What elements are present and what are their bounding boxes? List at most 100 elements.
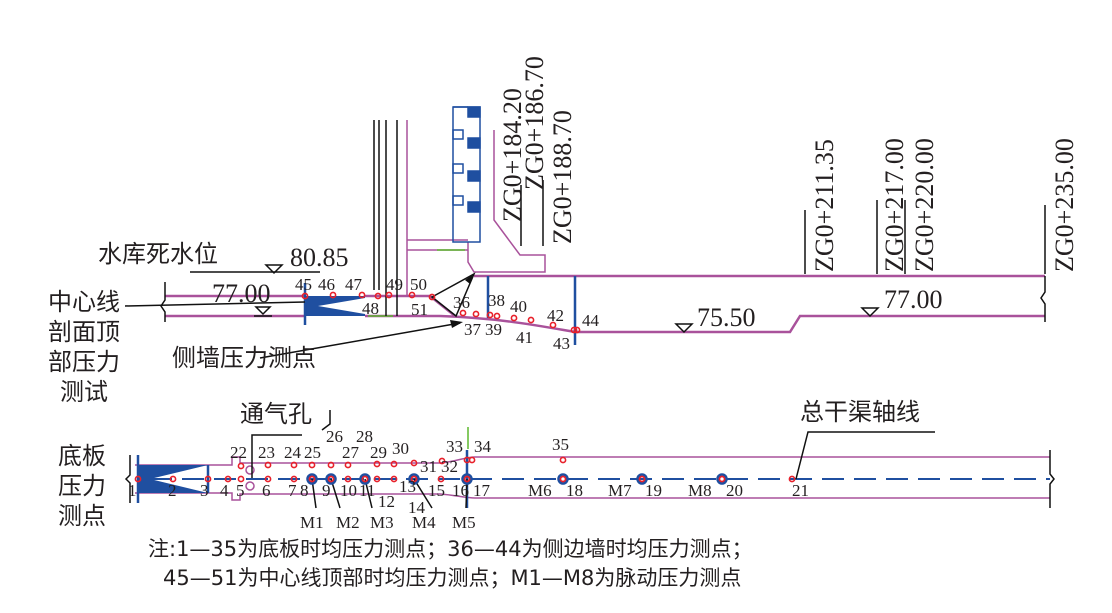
point-label-23: 23: [258, 443, 275, 462]
point-label-28: 28: [356, 427, 373, 446]
break-symbol-right: [1040, 276, 1046, 322]
centerline-label-4: 测试: [60, 378, 108, 406]
centerline-leader: [124, 301, 306, 307]
vent-leader: [321, 410, 331, 431]
gate-wedge: [318, 298, 365, 314]
pulse-label-M4: M4: [412, 513, 436, 532]
point-label-32: 32: [441, 457, 458, 476]
pressure-point-48: [374, 292, 382, 300]
arrowhead: [465, 274, 474, 284]
elevation-marker: [860, 307, 880, 318]
centerline-label-3: 部压力: [48, 348, 120, 376]
plan-wall-bottom: [135, 492, 1050, 501]
pressure-point-44: [573, 326, 581, 334]
point-label-24: 24: [284, 443, 302, 462]
pressure-point-47: [358, 291, 366, 299]
station-label: ZG0+217.00: [880, 138, 909, 272]
pressure-point-24: [290, 461, 298, 469]
pressure-point-28: [373, 460, 381, 468]
point-label-50: 50: [410, 275, 427, 294]
pressure-point-46: [329, 291, 337, 299]
station-label: ZG0+211.35: [810, 139, 839, 272]
break-symbol-left: [160, 282, 166, 322]
point-label-42: 42: [547, 306, 564, 325]
point-label-18: 18: [566, 481, 583, 500]
point-label-15: 15: [428, 481, 445, 500]
pressure-point-21: [788, 475, 796, 483]
point-label-45: 45: [295, 275, 312, 294]
pressure-point-45: [301, 292, 309, 300]
pulse-point-M4: [408, 473, 420, 485]
canal-axis-leader: [795, 431, 935, 480]
elevation-dead-water: 80.85: [290, 243, 349, 272]
pressure-point-49: [385, 291, 393, 299]
point-label-35: 35: [552, 435, 569, 454]
floor-point-markers: [134, 456, 796, 485]
point-label-29: 29: [370, 443, 387, 462]
pulse-label-M2: M2: [336, 513, 360, 532]
pressure-point-27: [344, 461, 352, 469]
pulse-point-M6-center: [559, 475, 567, 483]
pressure-point-15: [437, 475, 445, 483]
sidewall-leader: [259, 322, 461, 359]
point-label-46: 46: [318, 275, 335, 294]
point-label-40: 40: [510, 297, 527, 316]
profile-section: [124, 106, 1046, 359]
point-label-25: 25: [304, 443, 321, 462]
pulse-point-M7: [636, 473, 648, 485]
point-label-3: 3: [200, 481, 209, 500]
point-label-36: 36: [453, 293, 470, 312]
point-label-1: 1: [128, 481, 137, 500]
pressure-point-13: [390, 475, 398, 483]
pressure-point-12: [373, 475, 381, 483]
floor-plan: [124, 410, 1055, 509]
station-label: ZG0+184.20: [498, 88, 527, 222]
point-label-20: 20: [726, 481, 743, 500]
point-label-17: 17: [473, 481, 491, 500]
note-line-1: 注:1—35为底板时均压力测点；36—44为侧边墙时均压力测点；: [148, 537, 753, 561]
centerline-label-1: 中心线: [48, 288, 120, 316]
gate-block-plan: [138, 465, 208, 493]
pulse-point-M2: [325, 473, 337, 485]
pulse-point-M8: [716, 473, 728, 485]
pressure-point-43: [570, 326, 578, 334]
pressure-point-23: [264, 461, 272, 469]
pressure-point-1: [134, 475, 142, 483]
elevation-marker: [254, 306, 272, 316]
point-label-10: 10: [340, 481, 357, 500]
pulse-point-M1: [306, 473, 318, 485]
pulse-label-M6: M6: [528, 481, 552, 500]
pulse-point-M3-center: [361, 475, 369, 483]
centerline-label-2: 剖面顶: [48, 318, 120, 346]
pressure-point-10: [344, 475, 352, 483]
station-label: ZG0+220.00: [910, 138, 939, 272]
point-label-41: 41: [516, 328, 533, 347]
point-label-5: 5: [236, 481, 245, 500]
point-label-47: 47: [345, 275, 363, 294]
sidewall-label: 侧墙压力测点: [172, 344, 316, 372]
pressure-point-33: [468, 456, 476, 464]
point-label-34: 34: [474, 437, 492, 456]
pressure-point-40: [510, 314, 518, 322]
point-label-22: 22: [230, 443, 247, 462]
pulse-label-M8: M8: [688, 481, 712, 500]
pressure-point-29: [390, 460, 398, 468]
point-label-13: 13: [399, 477, 416, 496]
floor-line-right: [439, 314, 1045, 334]
point-label-14: 14: [408, 498, 426, 517]
pulse-point-M6: [557, 473, 569, 485]
pulse-point-M8-center: [718, 475, 726, 483]
point-label-11: 11: [359, 481, 375, 500]
pressure-point-26: [327, 461, 335, 469]
floor-label-2: 压力: [58, 472, 106, 500]
pressure-point-6: [264, 475, 272, 483]
arrowhead: [450, 320, 463, 328]
pressure-point-4: [224, 475, 232, 483]
point-label-2: 2: [168, 481, 177, 500]
station-label: ZG0+188.70: [548, 110, 577, 244]
pressure-point-3: [204, 475, 212, 483]
point-label-16: 16: [452, 481, 469, 500]
point-label-7: 7: [288, 481, 297, 500]
